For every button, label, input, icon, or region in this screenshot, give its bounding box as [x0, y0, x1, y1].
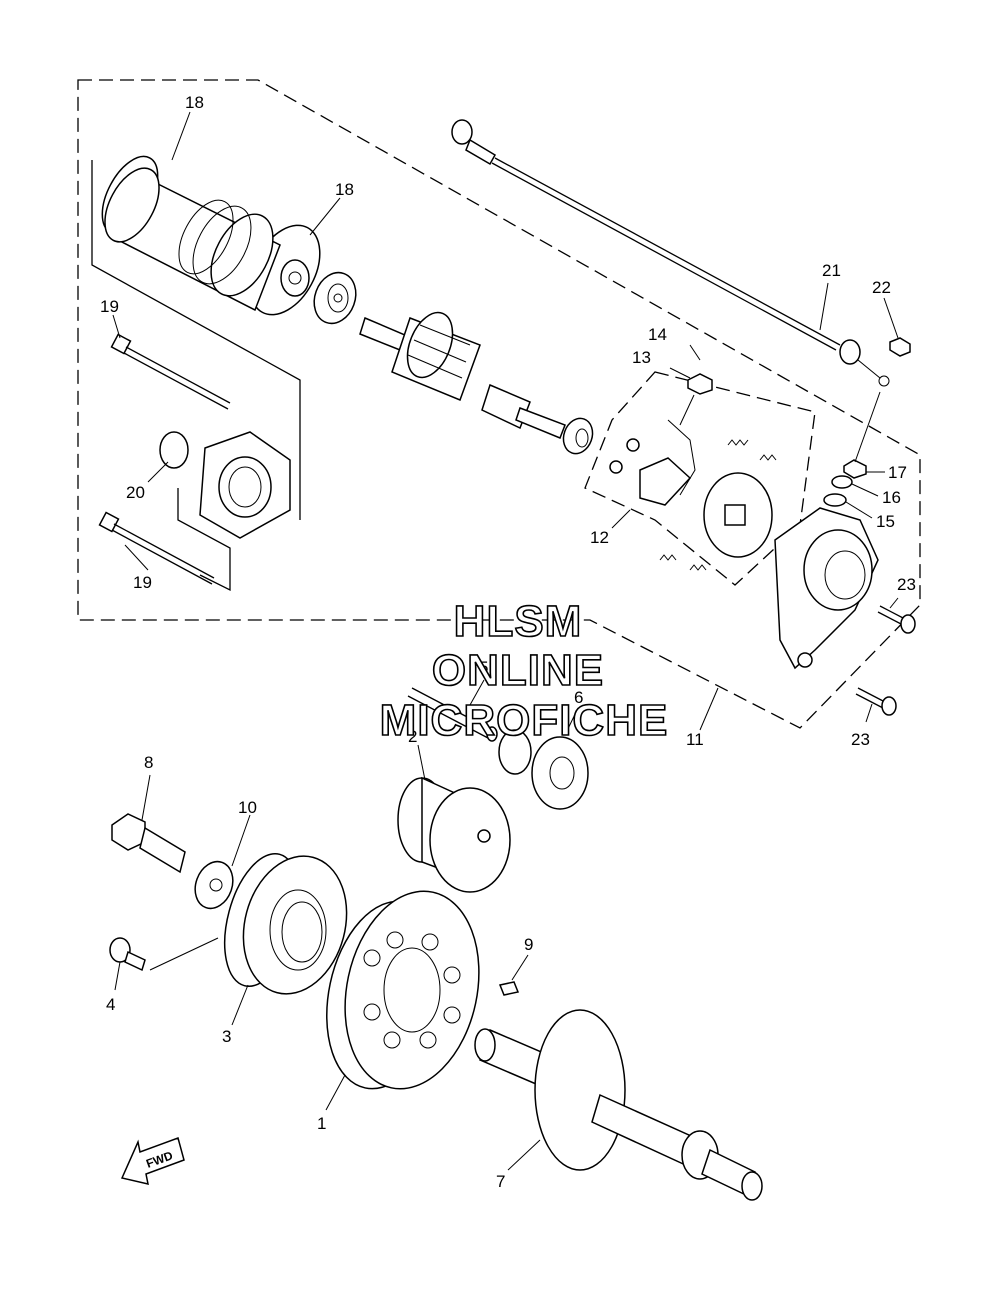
callout-13: 13 [632, 348, 651, 367]
callout-2: 2 [408, 727, 417, 746]
washer-15 [823, 493, 847, 507]
idler-gear-6 [498, 729, 589, 810]
callout-11: 11 [686, 730, 704, 749]
callout-7: 7 [496, 1172, 505, 1191]
leader-lines [112, 111, 899, 1171]
callout-6: 6 [574, 688, 583, 707]
callout-21: 21 [822, 261, 841, 280]
woodruff-key-9 [498, 981, 520, 996]
washer-10 [194, 860, 234, 910]
o-ring-20 [159, 431, 189, 469]
callout-14: 14 [648, 325, 667, 344]
callout-18a: 18 [185, 93, 204, 112]
bolt-8 [111, 813, 186, 874]
bolt-23b [855, 687, 897, 716]
callout-19b: 19 [133, 573, 152, 592]
callout-18b: 18 [335, 180, 354, 199]
bolt-4 [109, 937, 146, 972]
rear-cover [774, 507, 879, 670]
callout-8: 8 [144, 753, 153, 772]
starter-yoke [104, 167, 310, 312]
callout-4: 4 [106, 995, 115, 1014]
assembly-boundary-11 [77, 79, 921, 729]
starter-wheel-gear-1 [326, 890, 480, 1090]
callout-labels: 18 18 19 20 19 21 22 14 13 17 16 15 12 2… [100, 93, 916, 1191]
callout-16: 16 [882, 488, 901, 507]
callout-3: 3 [222, 1027, 231, 1046]
nut-22 [889, 337, 911, 357]
needle-bearing [562, 417, 594, 455]
front-cover [199, 431, 291, 539]
watermark-line-1: HLSM [454, 597, 583, 646]
watermark-line-3: MICROFICHE [380, 696, 669, 745]
through-bolt-19b [98, 511, 215, 585]
brush-plate [609, 373, 777, 571]
through-bolt-19a [110, 333, 231, 410]
callout-12: 12 [590, 528, 609, 547]
callout-23a: 23 [897, 575, 916, 594]
watermark: HLSM ONLINE MICROFICHE [379, 596, 669, 746]
idler-shaft-5 [407, 687, 498, 742]
starter-lead-21 [451, 119, 890, 387]
bearing [313, 271, 357, 325]
callout-19a: 19 [100, 297, 119, 316]
callout-5: 5 [479, 658, 488, 677]
callout-1: 1 [317, 1114, 326, 1133]
callout-9: 9 [524, 935, 533, 954]
fwd-arrow-icon: FWD [120, 1137, 185, 1185]
watermark-line-2: ONLINE [432, 646, 604, 695]
idler-gear-2 [397, 776, 511, 893]
armature [359, 311, 566, 439]
front-cover-bracket [177, 488, 231, 592]
yoke-bracket [91, 160, 301, 520]
leader-4 [149, 937, 219, 971]
callout-15: 15 [876, 512, 895, 531]
starter-shaft-7 [474, 1009, 763, 1201]
callout-20: 20 [126, 483, 145, 502]
bolt-23a [877, 605, 916, 634]
callout-10: 10 [238, 798, 257, 817]
callout-23b: 23 [851, 730, 870, 749]
callout-22: 22 [872, 278, 891, 297]
callout-17: 17 [888, 463, 907, 482]
nut-17 [843, 459, 867, 479]
starter-clutch-3 [223, 852, 348, 995]
washer-16 [831, 475, 853, 489]
